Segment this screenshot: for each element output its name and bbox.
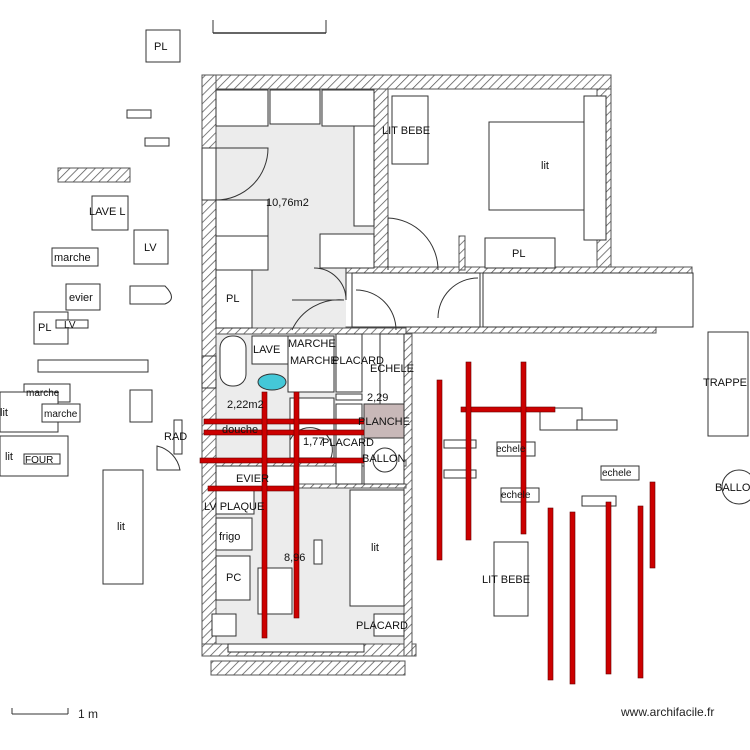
- label-marche-2: MARCHE: [290, 355, 338, 367]
- label-ballon-2: BALLO: [715, 482, 750, 494]
- label-echelle-4: echele: [501, 490, 531, 501]
- room-area-small-2: 1,77: [303, 436, 324, 448]
- beams: [199, 361, 656, 685]
- label-echelle-1: ECHELE: [370, 363, 414, 375]
- room-area-bedroom: 10,76m2: [266, 197, 309, 209]
- scale-label: 1 m: [78, 707, 98, 721]
- label-placard-3: PLACARD: [356, 620, 408, 632]
- label-marche-left-3: marche: [44, 409, 78, 420]
- label-lit-left-edge: lit: [0, 407, 8, 419]
- room-area-kitchen: 8,96: [284, 552, 305, 564]
- label-pl-bedroom: PL: [512, 248, 525, 260]
- label-echelle-2: echele: [496, 444, 526, 455]
- label-douche: douche: [222, 424, 258, 436]
- label-echelle-3: echele: [602, 468, 632, 479]
- label-marche-left: marche: [54, 252, 91, 264]
- label-marche-left-2: marche: [26, 388, 60, 399]
- label-lv-small: LV: [64, 320, 76, 331]
- label-lit-bebe-top: LIT BEBE: [382, 125, 430, 137]
- label-pl-bedroom-left: PL: [226, 293, 239, 305]
- label-lave: LAVE: [253, 344, 280, 356]
- room-area-bath: 2,22m2: [227, 399, 264, 411]
- label-lv: LV: [144, 242, 157, 254]
- fixtures: [0, 29, 749, 653]
- sink-shape-icon: [129, 285, 172, 305]
- planche-board: [363, 403, 405, 439]
- label-lit-big: lit: [541, 160, 549, 172]
- label-lit-kitchen: lit: [371, 542, 379, 554]
- label-frigo: frigo: [219, 531, 240, 543]
- room-area-small-1: 2,29: [367, 392, 388, 404]
- label-evier-left: evier: [69, 292, 93, 304]
- ballon-tank-icon-right: [721, 469, 750, 505]
- ballon-tank-icon: [372, 447, 398, 473]
- label-pl-left: PL: [38, 322, 51, 334]
- label-lave-l: LAVE L: [89, 206, 126, 218]
- label-rad: RAD: [164, 431, 187, 443]
- label-ballon-1: BALLON: [362, 453, 405, 465]
- basin-icon: [257, 373, 287, 391]
- label-evier: EVIER: [236, 473, 269, 485]
- label-lit-bebe-right: LIT BEBE: [482, 574, 530, 586]
- label-lit-left-low: lit: [117, 521, 125, 533]
- scale-bar: [11, 708, 69, 715]
- label-placard-1: PLACARD: [332, 355, 384, 367]
- label-marche-1: MARCHE: [288, 338, 336, 350]
- label-pc: PC: [226, 572, 241, 584]
- label-trappe: TRAPPE: [703, 377, 747, 389]
- label-plaque: LV PLAQUE: [204, 501, 264, 513]
- label-pl-top: PL: [154, 41, 167, 53]
- label-placard-2: PLACARD: [322, 437, 374, 449]
- credit-text: www.archifacile.fr: [620, 705, 714, 719]
- label-planche: PLANCHE: [358, 416, 410, 428]
- label-lit-left-mid: lit: [5, 451, 13, 463]
- label-four: FOUR: [25, 455, 53, 466]
